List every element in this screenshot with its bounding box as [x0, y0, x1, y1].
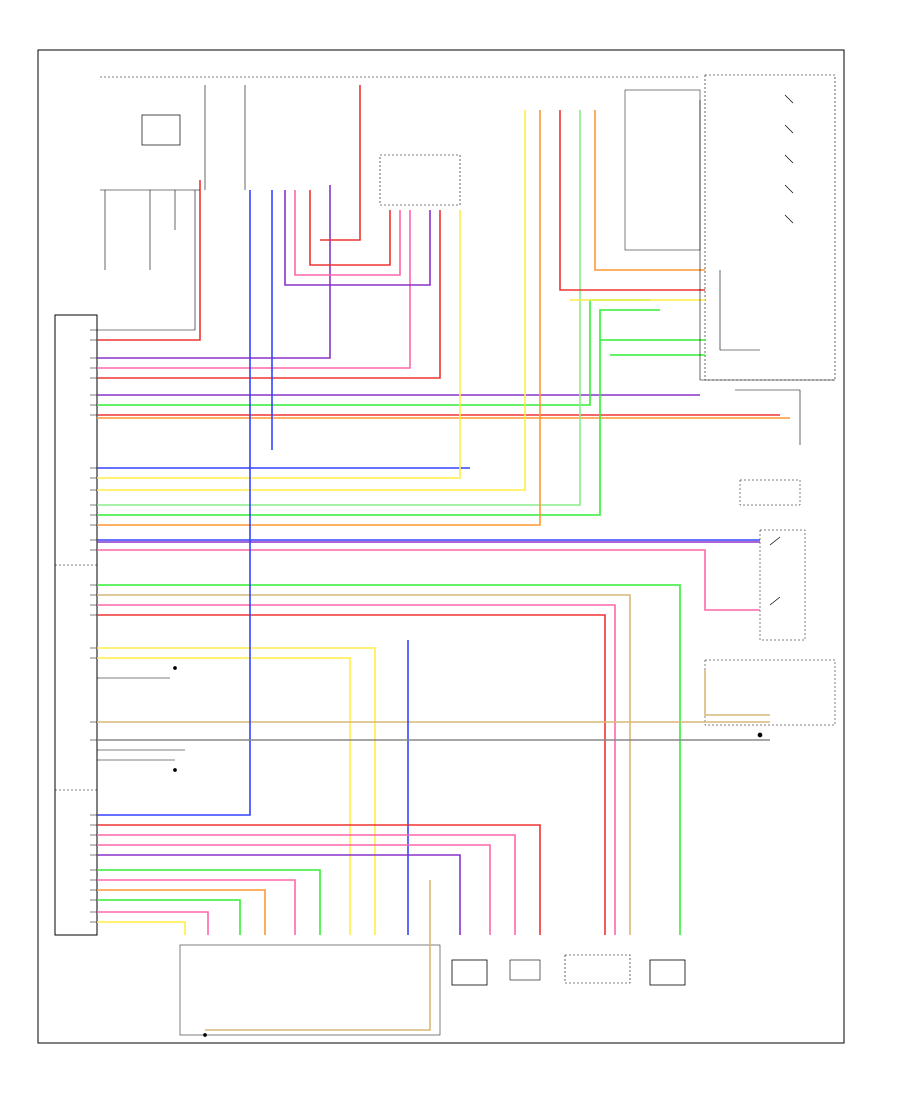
wire-19 — [97, 594, 631, 935]
sensor-block-d — [649, 959, 686, 986]
black-wires — [97, 85, 835, 761]
wire-35 — [97, 911, 209, 935]
wire-12 — [97, 110, 581, 506]
junction-3 — [173, 666, 177, 670]
sensor-block-a — [451, 959, 488, 986]
wire-37 — [594, 110, 705, 271]
wire-1 — [97, 180, 201, 341]
meter-wire-3 — [719, 270, 760, 351]
sensor-block-b — [509, 959, 541, 981]
switch-contact-2 — [769, 596, 781, 606]
meter-wire-2 — [735, 389, 801, 445]
switch-contact-3 — [784, 94, 794, 104]
junction-1 — [757, 732, 763, 738]
wire-28 — [97, 834, 516, 935]
wire-10 — [97, 210, 461, 479]
wire-27 — [97, 824, 541, 935]
junction-4 — [173, 768, 177, 772]
wire-43 — [294, 190, 401, 276]
switch-contact-1 — [769, 536, 781, 546]
wire-21 — [97, 614, 606, 935]
wire-47 — [205, 880, 431, 1031]
ecm-pins — [90, 329, 97, 923]
wire-18 — [97, 584, 681, 935]
wire-34 — [97, 899, 241, 935]
shift-switch — [759, 529, 806, 641]
switch-contact-6 — [784, 184, 794, 194]
wire-31 — [97, 869, 321, 935]
wire-42 — [320, 85, 361, 241]
wire-14 — [97, 110, 541, 526]
wire-33 — [97, 889, 266, 935]
wire-30 — [97, 854, 461, 935]
pattern-switch — [739, 479, 801, 506]
meter-wire-1 — [699, 100, 835, 381]
wire-20 — [97, 604, 616, 935]
diagram-border — [37, 49, 845, 1044]
wire-23 — [97, 657, 351, 935]
wire-13 — [97, 309, 660, 516]
wire-17 — [97, 549, 760, 611]
wire-32 — [97, 879, 296, 935]
wire-36 — [97, 921, 186, 935]
ground-wire-1 — [97, 190, 196, 331]
switch-contact-4 — [784, 124, 794, 134]
wire-22 — [97, 647, 376, 935]
relay-box — [141, 114, 181, 146]
junction-2 — [203, 1033, 207, 1037]
wire-2 — [97, 185, 331, 359]
ecm-block — [54, 314, 98, 936]
wire-3 — [97, 210, 411, 369]
switch-contact-5 — [784, 154, 794, 164]
wire-4 — [97, 210, 441, 379]
switch-contact-7 — [784, 214, 794, 224]
wire-group — [97, 85, 790, 1031]
combination-meter-block — [624, 89, 701, 251]
wire-48 — [704, 670, 770, 716]
wire-46 — [309, 190, 391, 266]
solenoid-block — [179, 944, 441, 1036]
gear-position-switch — [704, 74, 836, 381]
wire-38 — [559, 110, 705, 291]
wire-6 — [97, 299, 650, 406]
wire-45 — [284, 190, 431, 286]
switch-box — [379, 154, 461, 206]
wire-26 — [97, 190, 251, 816]
sensor-block-c — [564, 954, 631, 984]
switch-contacts — [173, 94, 794, 1037]
wire-29 — [97, 844, 491, 935]
wire-11 — [97, 110, 526, 491]
